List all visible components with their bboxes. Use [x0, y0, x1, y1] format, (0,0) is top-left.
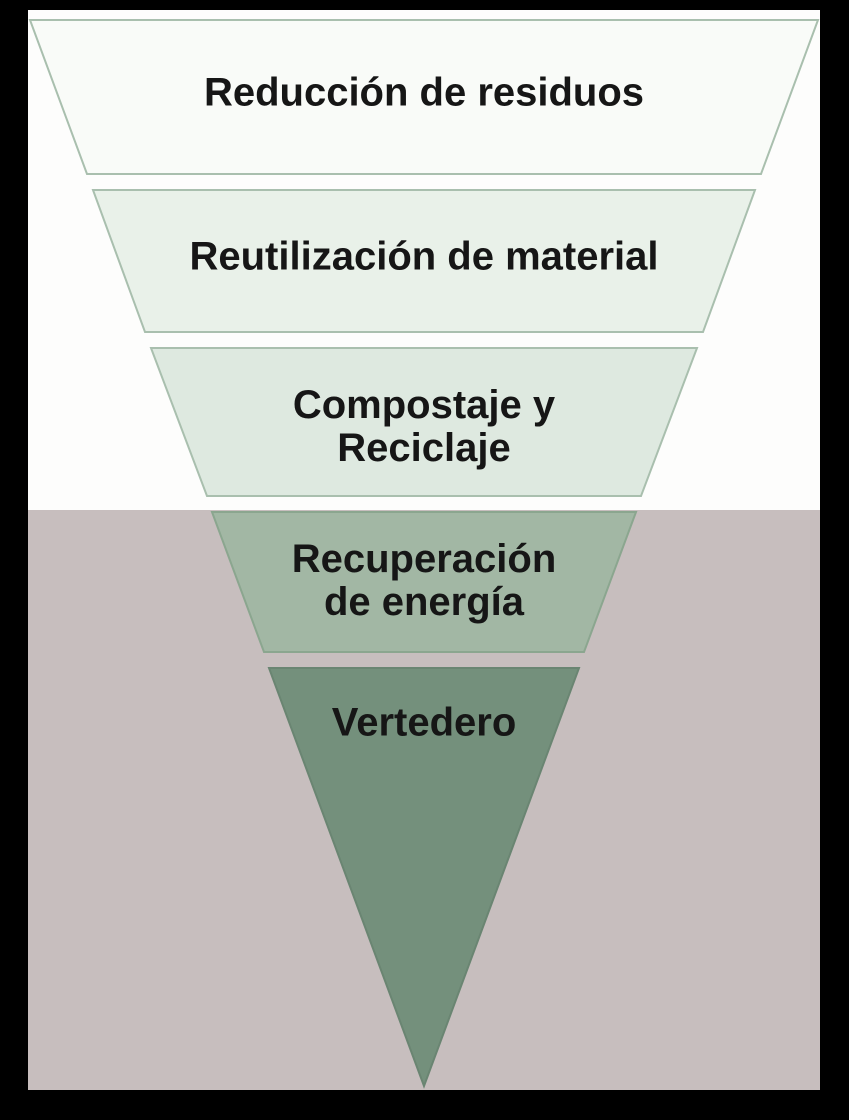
funnel-level-5-shape — [267, 667, 581, 1089]
funnel-level-3-shape — [149, 347, 699, 497]
funnel-level-4-shape — [210, 511, 638, 653]
funnel-level-1-label: Reducción de residuos — [203, 70, 645, 115]
funnel-level-2-label: Reutilización de material — [189, 234, 659, 279]
funnel-level-3-label: Compostaje y Reciclaje — [292, 382, 556, 470]
funnel-level-5-label: Vertedero — [331, 700, 517, 745]
funnel-level-2-shape — [91, 189, 757, 333]
funnel-level-4-label: Recuperación de energía — [291, 536, 557, 624]
funnel-level-1-shape — [28, 19, 820, 175]
